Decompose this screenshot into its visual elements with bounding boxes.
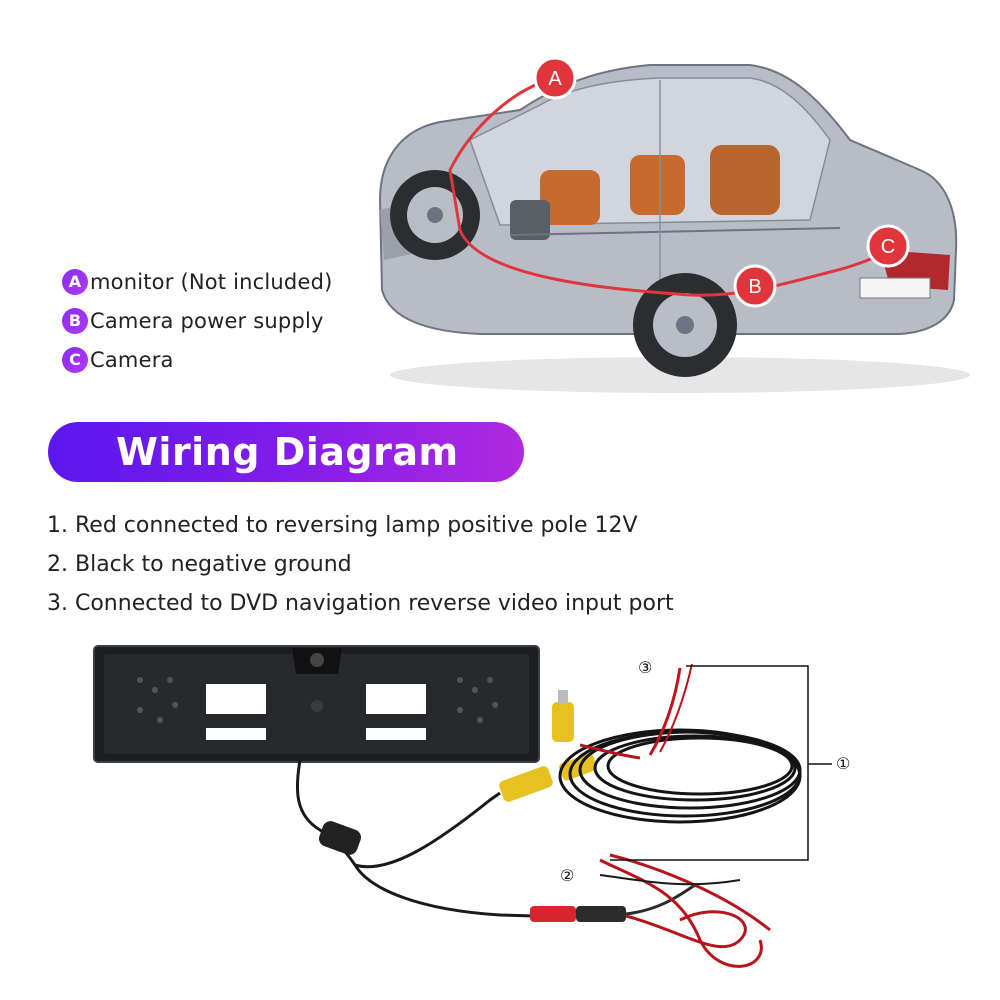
step-3: 3. Connected to DVD navigation reverse v… [47,591,674,616]
car-marker-b-label: B [748,276,761,298]
legend-badge-c: C [62,346,88,373]
wiring-photo [93,645,832,968]
legend-label-monitor: monitor (Not included) [90,269,333,294]
legend-badge-b: B [62,307,88,334]
callout-1: ① [836,754,851,773]
wiring-steps: 1. Red connected to reversing lamp posit… [47,506,807,623]
legend: A monitor (Not included) B Camera power … [62,262,392,379]
car-marker-c-label: C [881,236,895,258]
callout-3: ③ [638,658,653,677]
car-marker-b: B [733,264,777,308]
callout-2: ② [560,866,575,885]
legend-item-a: A monitor (Not included) [62,262,392,301]
legend-item-c: C Camera [62,340,392,379]
car-marker-a-label: A [548,68,562,90]
car-marker-a: A [533,56,577,100]
legend-item-b: B Camera power supply [62,301,392,340]
legend-badge-a: A [62,268,88,295]
step-1: 1. Red connected to reversing lamp posit… [47,513,638,538]
step-2: 2. Black to negative ground [47,552,352,577]
banner-title: Wiring Diagram [116,430,459,474]
license-plate-camera [93,645,540,763]
car-illustration: A B C [378,56,970,393]
wiring-diagram-banner: Wiring Diagram [48,422,524,482]
legend-label-power-supply: Camera power supply [90,308,324,333]
legend-label-camera: Camera [90,347,174,372]
car-marker-c: C [866,224,910,268]
